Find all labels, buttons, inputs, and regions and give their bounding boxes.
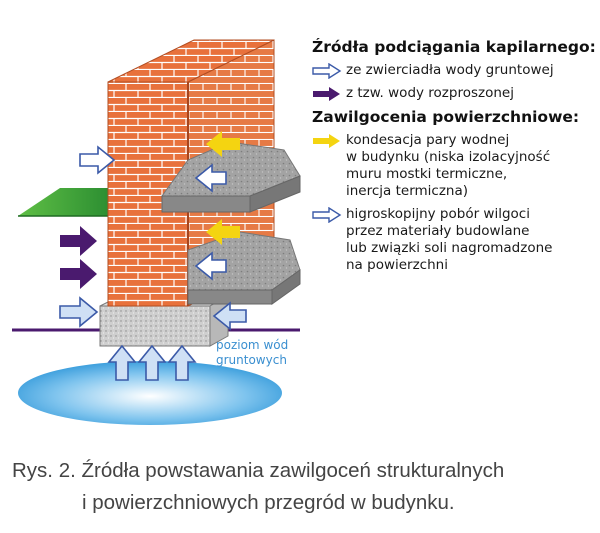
white-outline-arrow-icon [212, 301, 247, 331]
purple-arrow-icon [60, 259, 97, 289]
legend-item-text: higroskopijny pobór wilgoci przez materi… [346, 206, 553, 273]
groundwater-lens [18, 361, 282, 425]
moisture-diagram: poziom wód gruntowych [12, 39, 301, 425]
yellow-arrow-icon [206, 131, 240, 157]
legend-item-hygroscopic: higroskopijny pobór wilgoci przez materi… [312, 206, 600, 274]
legend-item-dispersed-water: z tzw. wody rozproszonej [312, 85, 600, 102]
legend-item-text: ze zwierciadła wody gruntowej [346, 62, 554, 78]
purple-arrow-icon [313, 87, 340, 101]
groundwater-label-line2: gruntowych [216, 353, 287, 367]
ground-surface [18, 188, 108, 216]
legend: Źródła podciągania kapilarnego: ze zwier… [312, 38, 600, 280]
groundwater-label-line1: poziom wód [216, 338, 288, 352]
white-outline-arrow-icon [312, 207, 342, 223]
legend-item-text: kondesacja pary wodnej w budynku (niska … [346, 132, 551, 199]
lower-floor-slab [187, 231, 301, 305]
legend-item-text: z tzw. wody rozproszonej [346, 85, 514, 101]
caption-line-2: i powierzchniowych przegród w budynku. [82, 491, 455, 514]
upper-floor-slab [161, 141, 301, 213]
white-outline-arrow-icon [312, 63, 342, 79]
legend-item-condensation: kondesacja pary wodnej w budynku (niska … [312, 132, 600, 200]
white-outline-arrow-icon [59, 296, 99, 328]
legend-heading-surface: Zawilgocenia powierzchniowe: [312, 108, 580, 126]
white-outline-arrow-icon [167, 344, 197, 381]
white-outline-arrow-icon [194, 163, 227, 193]
caption-line-1: Rys. 2. Źródła powstawania zawilgoceń st… [12, 459, 505, 482]
white-outline-arrow-icon [79, 145, 116, 175]
white-outline-arrow-icon [107, 344, 137, 381]
legend-heading-capillary: Źródła podciągania kapilarnego: [312, 38, 596, 56]
purple-arrow-icon [60, 226, 97, 256]
yellow-arrow-icon [206, 219, 240, 245]
white-outline-arrow-icon [137, 344, 167, 381]
yellow-arrow-icon [313, 134, 340, 148]
legend-item-groundwater: ze zwierciadła wody gruntowej [312, 62, 600, 79]
white-outline-arrow-icon [194, 251, 227, 281]
footing [99, 305, 211, 347]
